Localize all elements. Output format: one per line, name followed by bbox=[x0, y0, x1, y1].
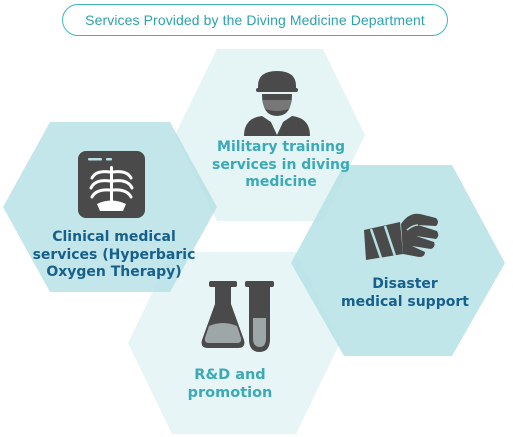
label-disaster-support: Disaster medical support bbox=[341, 276, 469, 310]
diagram-title: Services Provided by the Diving Medicine… bbox=[62, 4, 448, 36]
label-rnd-promotion: R&D and promotion bbox=[187, 367, 273, 402]
bandaged-arm-icon bbox=[364, 213, 439, 260]
xray-icon bbox=[78, 151, 145, 218]
hexagon-disaster bbox=[291, 165, 505, 356]
surgeon-icon bbox=[244, 71, 310, 136]
label-military-training: Military training services in diving med… bbox=[211, 139, 351, 190]
lab-flask-icon bbox=[201, 281, 274, 352]
label-clinical-services: Clinical medical services (Hyperbaric Ox… bbox=[32, 229, 196, 280]
